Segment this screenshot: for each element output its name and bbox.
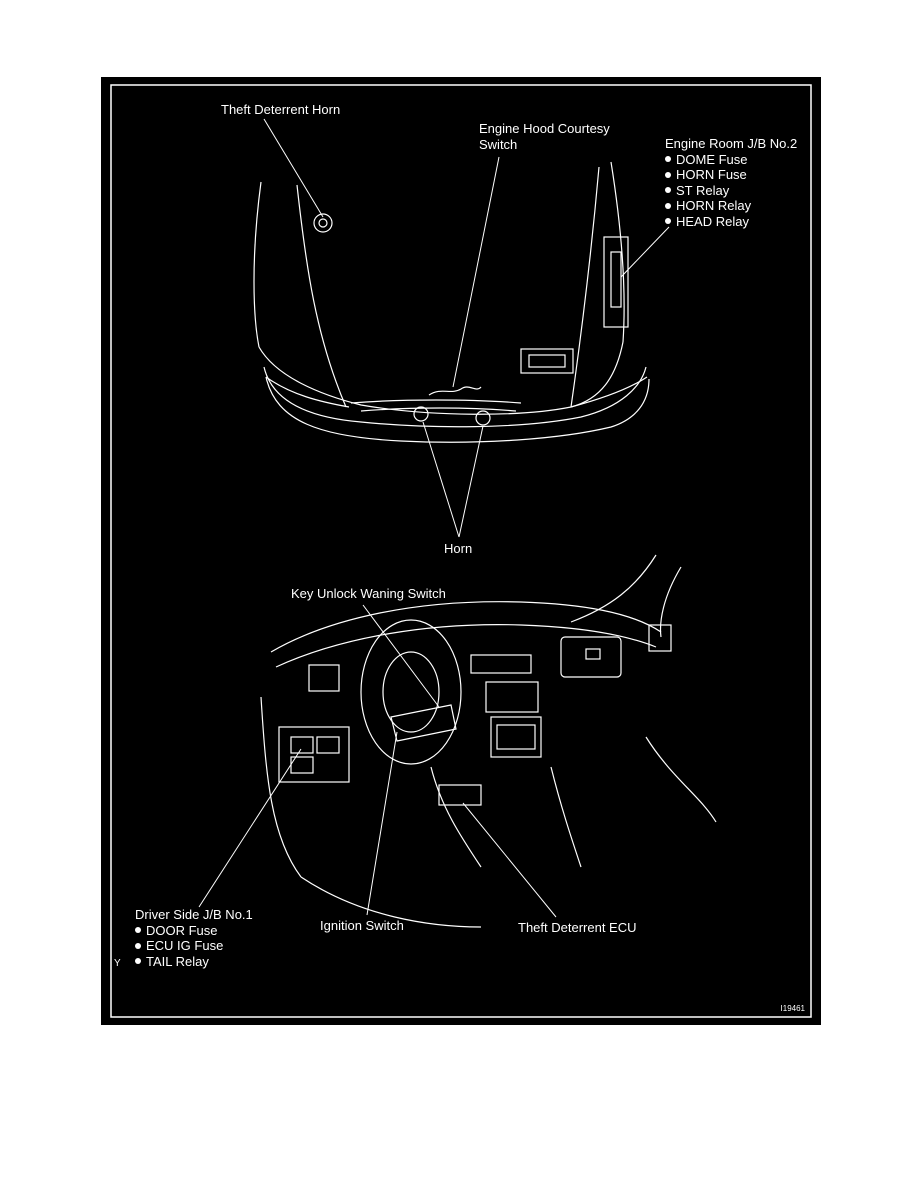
- label-key-unlock-warning-switch: Key Unlock Waning Switch: [291, 586, 446, 601]
- label-engine-room-jb: Engine Room J/B No.2 DOME Fuse HORN Fuse…: [665, 136, 798, 230]
- label-ignition-switch: Ignition Switch: [320, 918, 404, 933]
- hood-front-contour: [258, 341, 624, 415]
- lower-callout-lines: [198, 604, 557, 918]
- margin-mark: Y: [114, 958, 121, 969]
- engine-room-jb-item: ST Relay: [665, 183, 797, 199]
- hood-courtesy-switch-part: [428, 386, 482, 396]
- component-location-drawing: [110, 84, 812, 1018]
- label-theft-deterrent-horn: Theft Deterrent Horn: [221, 102, 341, 117]
- headlight-right: [570, 376, 648, 408]
- grille-upper: [350, 399, 522, 404]
- label-driver-side-jb: Driver Side J/B No.1 DOOR Fuse ECU IG Fu…: [135, 907, 253, 969]
- theft-deterrent-ecu-part: [438, 784, 482, 806]
- engine-room-jb-item: HEAD Relay: [665, 214, 797, 230]
- bumper-top: [263, 366, 647, 428]
- engine-room-jb-item: HORN Relay: [665, 198, 797, 214]
- right-vent: [648, 624, 672, 652]
- vehicle-front-drawing: [253, 161, 650, 443]
- theft-deterrent-horn-part: [313, 213, 333, 233]
- dash-left-side: [260, 696, 302, 878]
- dash-lower: [300, 876, 482, 928]
- inner-border: [110, 84, 812, 1018]
- grille-lower: [360, 407, 517, 412]
- horn-right: [475, 410, 491, 426]
- center-vents: [470, 654, 532, 674]
- audio-unit: [490, 716, 542, 758]
- engine-room-jb-item: DOME Fuse: [665, 152, 797, 168]
- bumper-bottom: [265, 376, 650, 443]
- relay-box-part: [520, 348, 574, 374]
- glove-box: [560, 636, 622, 678]
- driver-side-jb-item: TAIL Relay: [135, 954, 253, 970]
- engine-room-jb-part: [603, 236, 629, 328]
- left-vent: [308, 664, 340, 692]
- driver-side-jb-item: DOOR Fuse: [135, 923, 253, 939]
- label-theft-deterrent-ecu: Theft Deterrent ECU: [518, 920, 637, 935]
- hood-left-edge: [253, 181, 262, 348]
- label-engine-hood-courtesy-switch: Engine Hood Courtesy Switch: [479, 121, 610, 152]
- climate-controls: [485, 681, 539, 713]
- dash-top: [270, 601, 662, 653]
- hood-right-edge: [610, 161, 625, 343]
- headlight-left: [265, 376, 350, 408]
- horn-left: [413, 406, 429, 422]
- hood-crease-right: [570, 166, 600, 408]
- driver-side-jb-item: ECU IG Fuse: [135, 938, 253, 954]
- label-horn: Horn: [444, 541, 473, 556]
- engine-room-jb-item: HORN Fuse: [665, 167, 797, 183]
- steering-wheel: [360, 619, 462, 765]
- driver-side-jb-part: [278, 726, 350, 783]
- hood-crease-left: [296, 184, 347, 408]
- dash-right-lower: [645, 736, 717, 823]
- upper-callout-lines: [263, 118, 670, 538]
- figure-id: I19461: [780, 1004, 805, 1013]
- steering-column: [390, 704, 457, 742]
- instrument-panel-drawing: [260, 554, 717, 928]
- diagram-frame: Theft Deterrent Horn Engine Hood Courtes…: [101, 77, 821, 1025]
